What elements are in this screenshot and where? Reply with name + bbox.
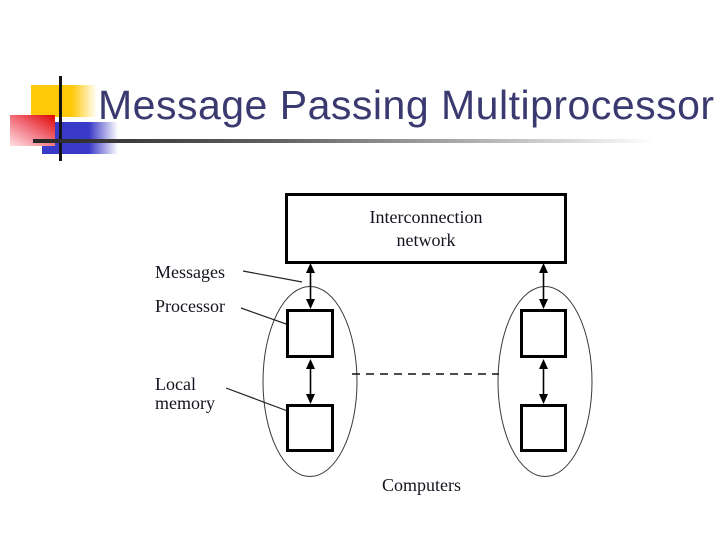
messages-pointer-line [242,270,303,283]
local-memory-box-left [286,404,334,452]
interconnection-network-label: Interconnection network [369,206,483,250]
network-arrow-right [539,263,548,309]
interconnection-network-box: Interconnection network [285,193,567,264]
accent-vertical-line [59,76,62,161]
processor-memory-arrow-left [306,359,315,404]
network-arrow-left [306,263,315,309]
computer-ellipse-right [497,286,593,477]
processor-box-left [286,309,334,358]
processor-box-right [520,309,567,358]
processor-memory-arrow-right [539,359,548,404]
processor-label: Processor [155,296,225,316]
title-underline [33,139,655,143]
local-memory-label: Local memory [155,374,215,413]
local-memory-box-right [520,404,567,452]
messages-label: Messages [155,262,225,282]
slide-title: Message Passing Multiprocessor [98,82,715,128]
accent-yellow-square [31,85,97,117]
computers-label: Computers [382,475,461,495]
